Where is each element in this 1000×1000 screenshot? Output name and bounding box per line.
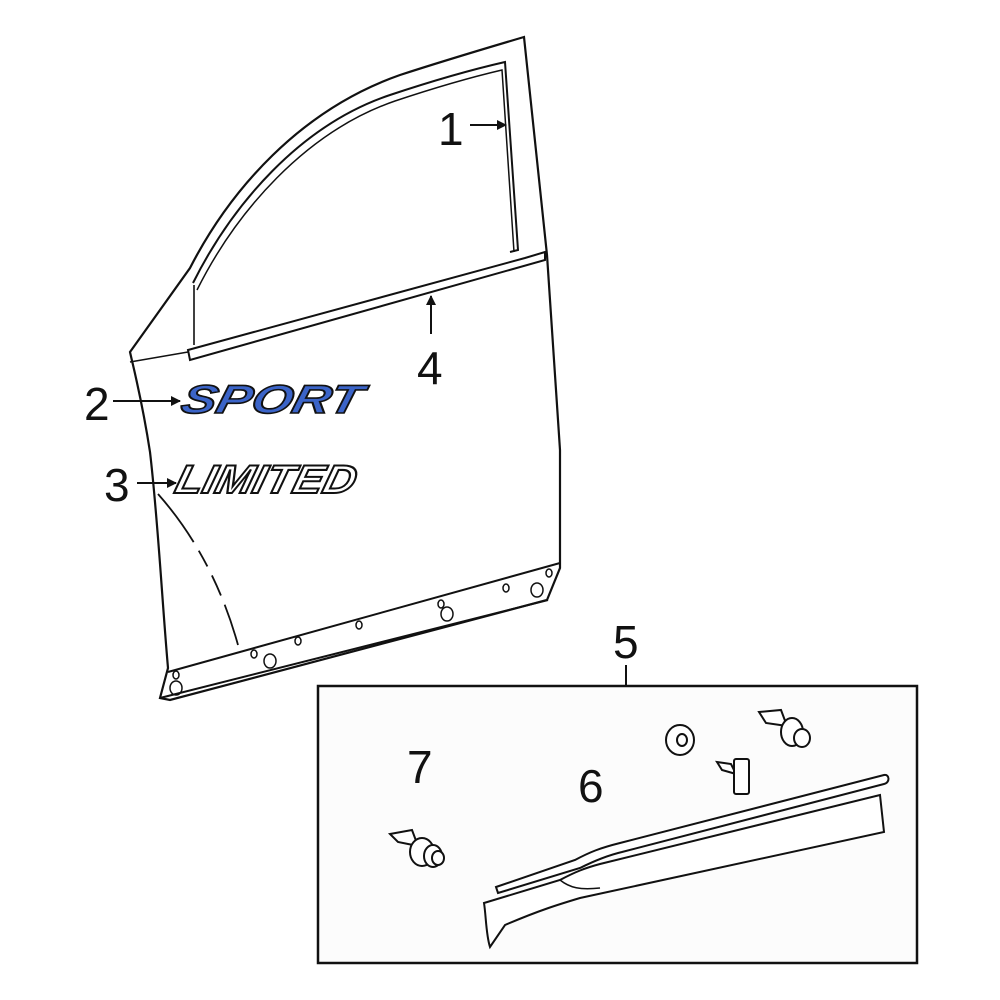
svg-text:LIMITED: LIMITED — [171, 457, 362, 502]
limited-emblem[interactable]: LIMITED — [170, 456, 363, 503]
door-panel — [128, 35, 562, 702]
callout-3: 3 — [104, 459, 130, 511]
callout-6: 6 — [578, 760, 604, 812]
callout-4: 4 — [417, 342, 443, 394]
body-side-molding[interactable] — [482, 773, 890, 950]
door-flange-holes — [169, 568, 553, 696]
sport-emblem[interactable]: SPORT — [176, 376, 373, 423]
molding-clip[interactable] — [387, 828, 445, 868]
svg-text:SPORT: SPORT — [177, 377, 372, 422]
kit-retainer-clip[interactable] — [757, 708, 811, 748]
callout-7: 7 — [407, 741, 433, 793]
callout-2: 2 — [84, 378, 110, 430]
kit-washer[interactable] — [665, 724, 695, 756]
callout-5: 5 — [613, 616, 639, 668]
kit-fastener[interactable] — [715, 758, 750, 795]
callout-1: 1 — [438, 103, 464, 155]
